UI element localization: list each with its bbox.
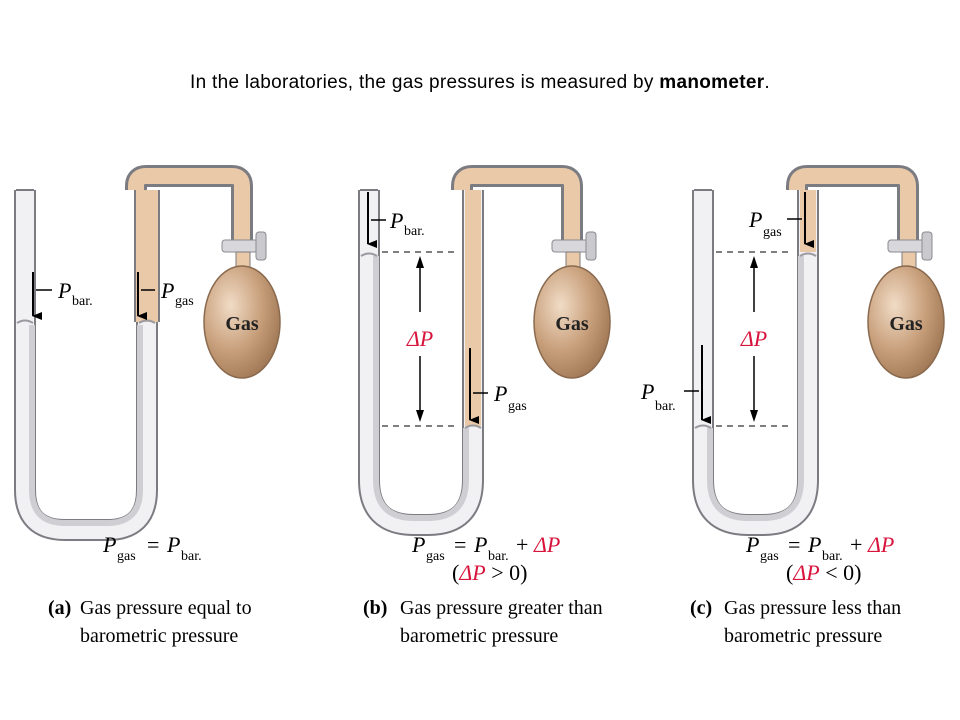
svg-text:P: P — [748, 207, 762, 232]
eq-a-equals: = — [147, 532, 159, 557]
eq-b-sub2: bar. — [488, 549, 509, 564]
eq-c-delta: ΔP — [867, 532, 894, 557]
eq-b-delta: ΔP — [533, 532, 560, 557]
p-gas-sub-a: gas — [175, 294, 194, 309]
caption-c-line1: Gas pressure less than — [724, 597, 901, 619]
svg-text:P: P — [473, 532, 487, 557]
eq-b-plus: + — [516, 532, 528, 557]
eq-b-equals: = — [454, 532, 466, 557]
svg-text:(ΔP < 0): (ΔP < 0) — [786, 560, 861, 585]
p-gas-label-b: P — [493, 381, 507, 406]
caption-letter-b: (b) — [363, 597, 387, 619]
headline-period: . — [764, 72, 770, 93]
eq-b-p2: P — [473, 532, 487, 557]
gas-label-a: Gas — [225, 313, 259, 335]
cond-b-delta: ΔP — [458, 560, 485, 585]
headline-keyword: manometer — [659, 72, 765, 93]
svg-text:P: P — [389, 208, 403, 233]
delta-p-label-b: ΔP — [406, 326, 433, 351]
svg-text:P: P — [166, 532, 180, 557]
caption-c-line2: barometric pressure — [724, 625, 882, 647]
p-bar-sub-c: bar. — [655, 399, 676, 414]
eq-a-p1: P — [102, 532, 116, 557]
caption-b-line1: Gas pressure greater than — [400, 597, 603, 619]
p-bar-label-b: P — [389, 208, 403, 233]
cond-b-op: > 0) — [486, 560, 528, 585]
eq-a-p2: P — [166, 532, 180, 557]
svg-text:P: P — [807, 532, 821, 557]
headline: In the laboratories, the gas pressures i… — [0, 72, 960, 94]
eq-b-p1: P — [411, 532, 425, 557]
svg-text:(ΔP > 0): (ΔP > 0) — [452, 560, 527, 585]
eq-c-p2: P — [807, 532, 821, 557]
p-bar-label-c: P — [640, 379, 654, 404]
svg-text:P: P — [102, 532, 116, 557]
caption-letter-c: (c) — [690, 597, 712, 619]
gas-bulb-b — [533, 265, 611, 379]
cond-c-open: ( — [786, 560, 793, 585]
eq-c-equals: = — [788, 532, 800, 557]
caption-letter-a: (a) — [48, 597, 71, 619]
eq-b-sub1: gas — [426, 549, 445, 564]
panel-a: Gas P bar. P gas P gas = P bar. (a) Gas … — [14, 165, 281, 647]
p-gas-label-a: P — [160, 278, 174, 303]
svg-text:P: P — [493, 381, 507, 406]
svg-text:P: P — [411, 532, 425, 557]
eq-c-plus: + — [850, 532, 862, 557]
cond-c-delta: ΔP — [792, 560, 819, 585]
p-bar-sub-b: bar. — [404, 224, 425, 239]
caption-a-line2: barometric pressure — [80, 625, 238, 647]
u-tube-a — [14, 190, 158, 541]
svg-text:P: P — [640, 379, 654, 404]
svg-text:P: P — [160, 278, 174, 303]
panel-c: Gas ΔP P gas P bar. P gas = P bar. + ΔP … — [640, 165, 945, 647]
headline-text: In the laboratories, the gas pressures i… — [190, 72, 660, 93]
p-bar-sub-a: bar. — [72, 294, 93, 309]
gas-bulb-a — [203, 265, 281, 379]
svg-text:P: P — [57, 278, 71, 303]
cond-c-op: < 0) — [820, 560, 862, 585]
panel-b: Gas ΔP P bar. P gas P gas = P bar. + ΔP … — [358, 165, 611, 647]
p-gas-sub-c: gas — [763, 225, 782, 240]
eq-c-sub2: bar. — [822, 549, 843, 564]
p-bar-label-a: P — [57, 278, 71, 303]
gas-label-c: Gas — [889, 313, 923, 335]
gas-label-b: Gas — [555, 313, 589, 335]
caption-a-line1: Gas pressure equal to — [80, 597, 252, 619]
p-gas-sub-b: gas — [508, 399, 527, 414]
gas-bulb-c — [867, 265, 945, 379]
svg-text:P: P — [745, 532, 759, 557]
eq-a-sub1: gas — [117, 549, 136, 564]
eq-a-sub2: bar. — [181, 549, 202, 564]
cond-b-open: ( — [452, 560, 459, 585]
eq-c-p1: P — [745, 532, 759, 557]
delta-p-label-c: ΔP — [740, 326, 767, 351]
p-gas-label-c: P — [748, 207, 762, 232]
eq-c-sub1: gas — [760, 549, 779, 564]
caption-b-line2: barometric pressure — [400, 625, 558, 647]
